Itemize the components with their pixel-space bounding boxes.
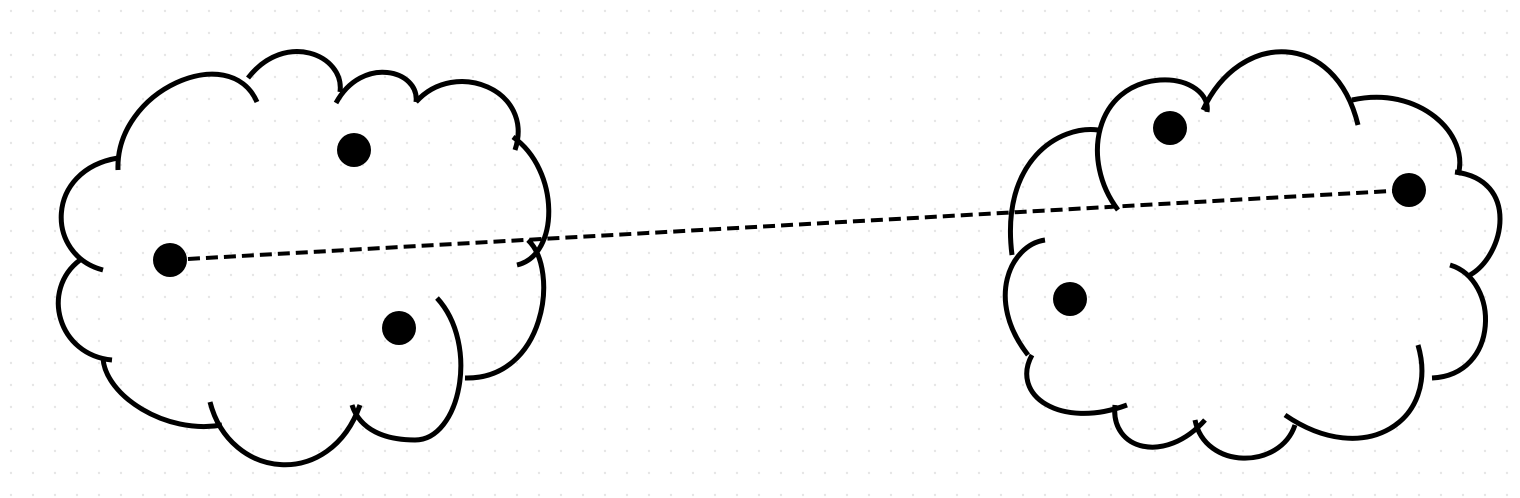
left-cloud-lobe-right-lower (464, 238, 547, 381)
left-cloud-lobe-left-lower (55, 258, 113, 363)
right-cloud-lobe-bottom-middle (1192, 419, 1298, 461)
left-cloud-lobe-left-upper (58, 155, 119, 273)
left-cloud-lobe-top-left (115, 71, 260, 171)
left-cloud-lobe-bottom-right (349, 296, 464, 443)
right-cloud-lobe-left-middle (1002, 237, 1046, 357)
right-cloud-lobe-bottom-left (1112, 404, 1207, 450)
left-cluster-point (382, 311, 416, 345)
right-cluster-point-connected (1392, 173, 1426, 207)
left-cloud-lobe-top-right (414, 79, 521, 151)
right-cloud-lobe-top-small (1095, 77, 1210, 212)
right-cloud-lobe-right-lower (1431, 262, 1488, 381)
right-cloud-lobe-top-large (1200, 49, 1361, 126)
dashed-connector (169, 188, 1410, 262)
right-cloud-lobe-top-right (1351, 94, 1463, 176)
right-cluster-point (1053, 282, 1087, 316)
right-cloud-lobe-left-upper (1008, 127, 1099, 256)
right-cluster (1002, 49, 1503, 461)
left-cloud-lobe-bottom-left (100, 357, 223, 429)
left-cluster (55, 49, 552, 468)
left-cloud-lobe-top-middle (246, 49, 343, 93)
right-cloud-lobe-right-upper (1454, 169, 1503, 278)
right-cloud-lobe-bottom-right (1283, 344, 1425, 441)
left-cloud-lobe-top-right-small (333, 69, 419, 105)
left-cluster-point (337, 133, 371, 167)
right-cloud-lobe-left-bottom (1024, 353, 1128, 416)
left-cloud-lobe-bottom-middle (207, 401, 363, 468)
right-cluster-point (1153, 111, 1187, 145)
left-cloud-lobe-right-upper (511, 134, 552, 268)
